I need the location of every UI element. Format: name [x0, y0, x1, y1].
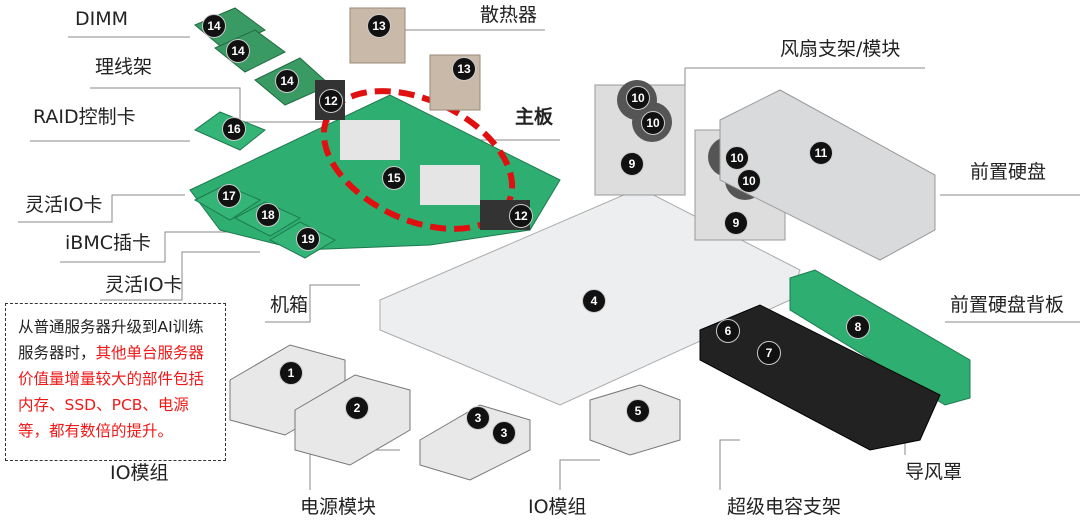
air-duct-shape: [699, 304, 941, 451]
badge: 5: [626, 399, 650, 423]
badge: 14: [202, 14, 226, 38]
cpu-socket-shape: [420, 165, 480, 205]
note-text-black: 从普通服务器升级到AI训练服务器时，: [18, 318, 204, 362]
label-cable-tray: 理线架: [95, 56, 153, 78]
front-drive-cage-shape: [719, 89, 936, 261]
label-air-duct: 导风罩: [905, 461, 963, 483]
label-raid-card: RAID控制卡: [33, 106, 136, 128]
badge: 12: [509, 204, 533, 228]
badge: 13: [452, 57, 476, 81]
badge: 19: [296, 227, 320, 251]
badge: 15: [382, 166, 406, 190]
label-fan-module: 风扇支架/模块: [780, 38, 901, 60]
badge: 9: [724, 211, 748, 235]
badge: 12: [319, 89, 343, 113]
cpu-socket-shape: [340, 120, 400, 160]
badge: 11: [809, 141, 833, 165]
badge: 18: [256, 203, 280, 227]
badge: 3: [466, 406, 490, 430]
badge: 7: [757, 341, 781, 365]
label-flex-io-1: 灵活IO卡: [25, 194, 103, 216]
badge: 14: [226, 39, 250, 63]
badge: 17: [217, 184, 241, 208]
badge: 6: [716, 319, 740, 343]
label-flex-io-2: 灵活IO卡: [105, 274, 183, 296]
label-front-drives: 前置硬盘: [970, 161, 1047, 183]
badge: 16: [222, 117, 246, 141]
badge: 14: [275, 69, 299, 93]
badge: 1: [279, 361, 303, 385]
label-heatsink: 散热器: [480, 4, 538, 26]
badge: 10: [725, 146, 749, 170]
label-io-module-2: IO模组: [528, 496, 587, 518]
note-text-red: 其他单台服务器价值量增量较大的部件包括内存、SSD、PCB、电源等，都有数倍的提…: [18, 344, 205, 440]
label-supercap: 超级电容支架: [727, 496, 842, 518]
backplane-shape: [789, 269, 971, 406]
label-io-module-1: IO模组: [110, 462, 169, 484]
badge: 13: [367, 14, 391, 38]
badge: 10: [626, 86, 650, 110]
label-dimm: DIMM: [75, 8, 129, 30]
badge: 2: [345, 396, 369, 420]
annotation-note-box: 从普通服务器升级到AI训练服务器时，其他单台服务器价值量增量较大的部件包括内存、…: [5, 303, 226, 461]
label-psu: 电源模块: [300, 496, 377, 518]
badge: 9: [620, 152, 644, 176]
label-chassis: 机箱: [270, 294, 309, 316]
badge: 3: [492, 421, 516, 445]
badge: 10: [737, 169, 761, 193]
label-ibmc: iBMC插卡: [65, 232, 151, 254]
badge: 8: [846, 315, 870, 339]
badge: 4: [582, 289, 606, 313]
label-mainboard: 主板: [515, 106, 554, 128]
badge: 10: [641, 111, 665, 135]
label-front-backplane: 前置硬盘背板: [950, 294, 1065, 316]
